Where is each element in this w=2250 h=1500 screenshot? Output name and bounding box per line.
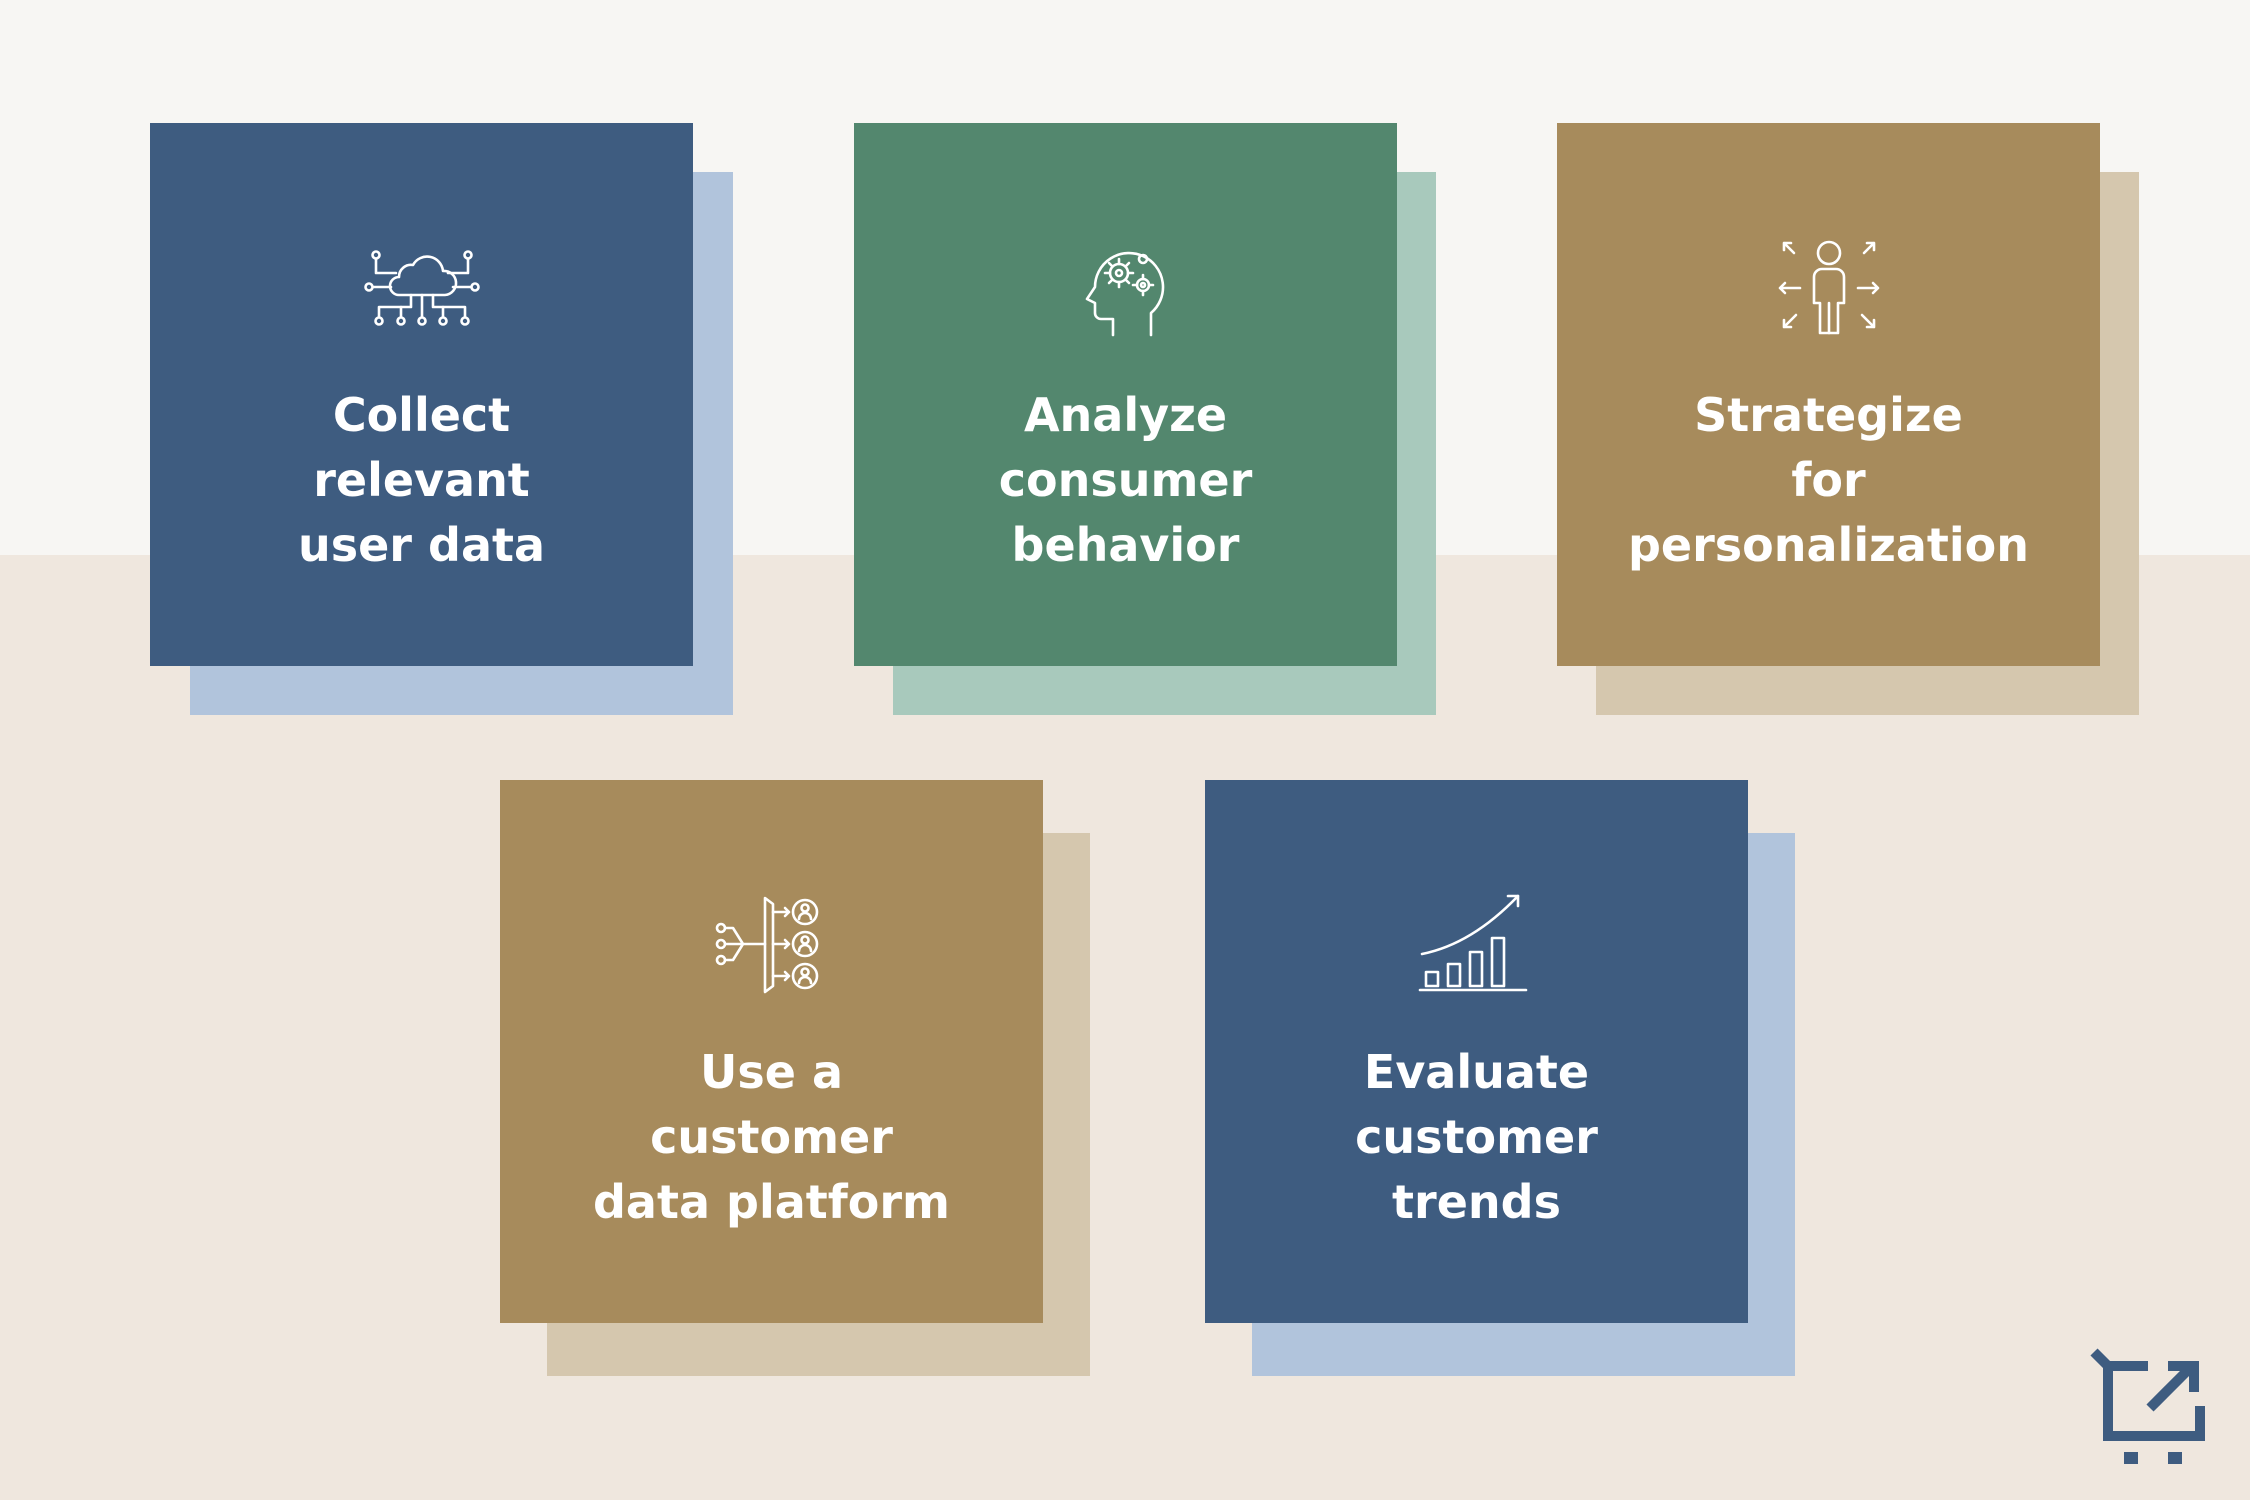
card-collect-data: Collect relevant user data: [150, 123, 693, 666]
brain-gears-icon: [1085, 251, 1164, 337]
card-analyze-behavior: Analyze consumer behavior: [854, 123, 1397, 666]
growth-chart-icon: [1418, 894, 1527, 992]
card-label: Strategize for personalization: [1627, 388, 2030, 572]
cart-arrow-logo-icon: [2090, 1348, 2205, 1464]
card-strategize: Strategize for personalization: [1557, 123, 2100, 666]
card-data-platform: Use a customer data platform: [500, 780, 1043, 1323]
card-label: Analyze consumer behavior: [998, 388, 1253, 572]
card-label: Collect relevant user data: [297, 388, 546, 572]
cloud-network-icon: [363, 250, 480, 326]
card-label: Use a customer data platform: [593, 1045, 950, 1229]
person-arrows-icon: [1778, 240, 1879, 335]
card-evaluate-trends: Evaluate customer trends: [1205, 780, 1748, 1323]
data-platform-users-icon: [715, 896, 818, 994]
card-label: Evaluate customer trends: [1355, 1045, 1598, 1229]
